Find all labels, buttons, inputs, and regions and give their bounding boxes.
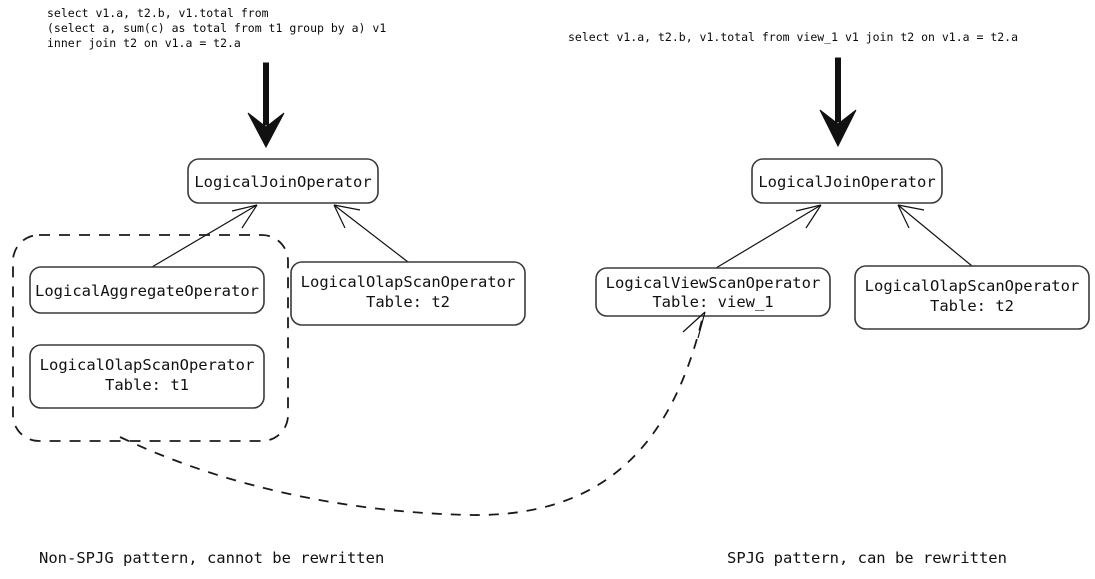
left-group-node-aggregate[interactable]: LogicalAggregateOperator [29, 266, 265, 314]
right-node-viewscan-view1[interactable]: LogicalViewScanOperator Table: view_1 [595, 267, 831, 317]
left-group-node-aggregate-label: LogicalAggregateOperator [35, 282, 259, 300]
left-root-node-box[interactable] [187, 158, 379, 204]
left-group-dashed-box [12, 234, 289, 442]
left-edge-olapscan-to-join [333, 204, 409, 263]
left-edge-aggregate-to-join [151, 204, 258, 268]
left-group-node-olapscan-t1-box[interactable] [29, 344, 265, 409]
right-thick-down-arrow-icon [819, 57, 857, 148]
right-root-node[interactable]: LogicalJoinOperator [751, 158, 943, 204]
right-node-olapscan-t2-box[interactable] [854, 265, 1090, 330]
left-group-node-olapscan-t1-label: LogicalOlapScanOperator [40, 356, 255, 374]
right-node-olapscan-t2-label: LogicalOlapScanOperator [865, 277, 1080, 295]
left-group-node-aggregate-box[interactable] [29, 266, 265, 314]
left-thick-down-arrow-icon [247, 62, 285, 149]
right-sql-block: select v1.a, t2.b, v1.total from view_1 … [568, 30, 1018, 44]
left-root-node-label: LogicalJoinOperator [194, 173, 371, 191]
left-root-node[interactable]: LogicalJoinOperator [187, 158, 379, 204]
right-edge-olapscan-to-join [897, 204, 973, 267]
left-sql-line-2: (select a, sum(c) as total from t1 group… [47, 21, 386, 35]
left-caption: Non-SPJG pattern, cannot be rewritten [39, 549, 384, 567]
right-root-node-label: LogicalJoinOperator [758, 173, 935, 191]
right-edge-viewscan-to-join [715, 204, 822, 269]
right-caption: SPJG pattern, can be rewritten [727, 549, 1007, 567]
right-root-node-box[interactable] [751, 158, 943, 204]
right-sql-line-1: select v1.a, t2.b, v1.total from view_1 … [568, 30, 1018, 44]
right-node-viewscan-view1-box[interactable] [595, 267, 831, 317]
right-node-viewscan-view1-sublabel: Table: view_1 [652, 293, 773, 311]
left-sql-line-3: inner join t2 on v1.a = t2.a [47, 36, 241, 50]
left-node-olapscan-t2[interactable]: LogicalOlapScanOperator Table: t2 [290, 261, 526, 326]
right-node-olapscan-t2-sublabel: Table: t2 [930, 297, 1014, 315]
right-node-olapscan-t2[interactable]: LogicalOlapScanOperator Table: t2 [854, 265, 1090, 330]
left-node-olapscan-t2-sublabel: Table: t2 [366, 293, 450, 311]
left-sql-line-1: select v1.a, t2.b, v1.total from [47, 6, 269, 20]
left-node-olapscan-t2-label: LogicalOlapScanOperator [301, 273, 516, 291]
left-group-node-olapscan-t1[interactable]: LogicalOlapScanOperator Table: t1 [29, 344, 265, 409]
left-group-node-olapscan-t1-sublabel: Table: t1 [105, 376, 189, 394]
right-node-viewscan-view1-label: LogicalViewScanOperator [606, 274, 821, 292]
left-sql-block: select v1.a, t2.b, v1.total from (select… [47, 6, 386, 50]
transform-dashed-arrow [119, 311, 706, 516]
left-node-olapscan-t2-box[interactable] [290, 261, 526, 326]
